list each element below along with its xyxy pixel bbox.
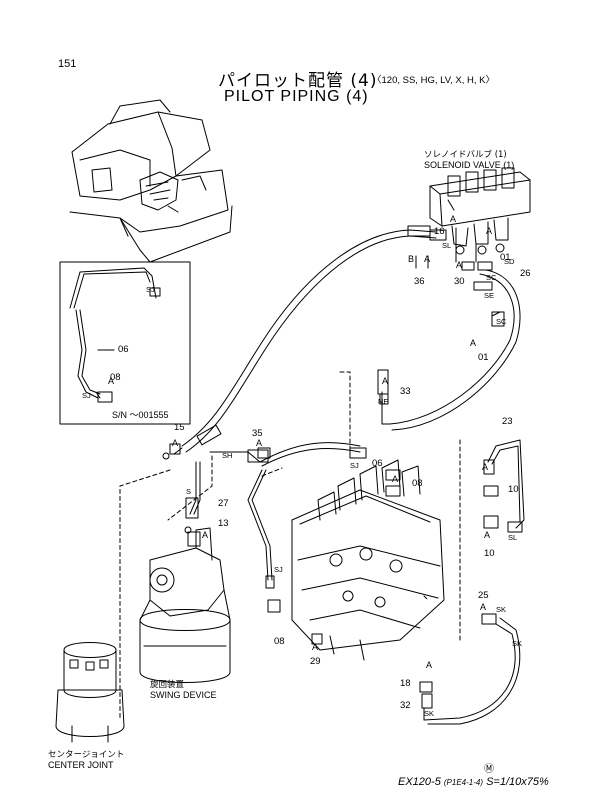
- part-no-36: 36: [414, 276, 425, 287]
- callout-sj-4: SJ: [274, 565, 283, 574]
- part-number-labels: 16 01 30 26 36 01 33 06 08 15 35 06 08 2…: [110, 226, 531, 711]
- title-japanese: パイロット配管 (4): [218, 71, 378, 91]
- ref-a-10: A: [202, 530, 208, 540]
- part-no-01-lower: 01: [478, 352, 489, 363]
- ref-a-15: A: [312, 642, 318, 652]
- excavator-overview-illustration: [69, 99, 233, 263]
- swing-device-label-jp: 旋回装置: [150, 680, 185, 690]
- leader-lines: [119, 371, 461, 721]
- part-no-16: 16: [434, 226, 445, 237]
- center-joint-drawing: [55, 642, 125, 743]
- callout-sj-1: SJ: [146, 285, 155, 294]
- ref-a-5: A: [470, 338, 476, 348]
- reference-letters: A A B A A A A A A A A A A A A A A: [108, 214, 492, 670]
- part-no-10-upper: 10: [508, 484, 519, 495]
- part-no-10-lower: 10: [484, 548, 495, 559]
- footer-scale: S=1/10x75%: [486, 776, 549, 788]
- footer-code: EX120-5 (P1E4-1-4) S=1/10x75%: [398, 776, 549, 788]
- callout-sk-2: SK: [512, 639, 522, 648]
- footer-mark: Ⓜ: [484, 764, 494, 775]
- ref-a-9: A: [256, 438, 262, 448]
- callout-sh: SH: [222, 451, 232, 460]
- loose-fittings: [162, 443, 323, 645]
- ref-a-1: A: [450, 214, 456, 224]
- ref-a-13: A: [484, 530, 490, 540]
- long-pilot-hose: [173, 225, 447, 455]
- title-english: PILOT PIPING (4): [224, 88, 369, 105]
- part-no-18: 18: [400, 678, 411, 689]
- ref-a-2: A: [486, 226, 492, 236]
- solenoid-valve-label-jp: ソレノイドバルブ (1): [424, 150, 507, 160]
- swing-device-drawing: [139, 527, 231, 683]
- part-no-23: 23: [502, 416, 513, 427]
- callout-sc-2: SC: [496, 317, 507, 326]
- callout-sk-1: SK: [496, 605, 506, 614]
- part-no-08-valve: 08: [412, 478, 423, 489]
- part-no-27: 27: [218, 498, 229, 509]
- callout-sl-1: SL: [442, 241, 451, 250]
- callout-sk-3: SK: [424, 709, 434, 718]
- solenoid-valve-label-en: SOLENOID VALVE (1): [424, 160, 515, 170]
- part-no-35: 35: [252, 428, 263, 439]
- title-models: 〈120, SS, HG, LV, X, H, K〉: [372, 75, 496, 86]
- pipe-23: [483, 439, 525, 533]
- part-no-26: 26: [520, 268, 531, 279]
- center-joint-label-jp: センタージョイント: [48, 750, 125, 760]
- callout-sl-2: SL: [508, 533, 517, 542]
- ref-a-6: A: [382, 376, 388, 386]
- ref-a-7: A: [108, 376, 114, 386]
- callout-sj-2: SJ: [82, 391, 91, 400]
- hose-25: [419, 613, 521, 725]
- footer-model: EX120-5: [398, 776, 441, 788]
- page-number: 151: [58, 58, 77, 70]
- part-no-06-valve: 06: [372, 458, 383, 469]
- part-no-08-lower: 08: [274, 636, 285, 647]
- part-no-06-inset: 06: [118, 344, 129, 355]
- callout-sd: SD: [504, 257, 515, 266]
- callout-ne: NE: [378, 397, 388, 406]
- footer-reference: (P1E4-1-4): [443, 778, 483, 787]
- callout-se: SE: [484, 291, 494, 300]
- ref-a-11: A: [392, 474, 398, 484]
- solenoid-fittings: [415, 227, 505, 327]
- part-no-30: 30: [454, 276, 465, 287]
- ref-a-12: A: [482, 462, 488, 472]
- ref-a-16: A: [426, 660, 432, 670]
- callout-s: S: [186, 487, 191, 496]
- ref-a-4: A: [456, 260, 462, 270]
- center-joint-label-en: CENTER JOINT: [48, 760, 114, 770]
- ref-b: B: [408, 254, 414, 264]
- pipe-27: [185, 442, 361, 589]
- callout-letters: SJ SJ SL SD SC SE SC NE SH S SJ SJ SL SK…: [82, 241, 522, 718]
- callout-sc-1: SC: [486, 273, 497, 282]
- swing-device-label-en: SWING DEVICE: [150, 690, 217, 700]
- hose-33: [377, 269, 521, 431]
- part-no-29: 29: [310, 656, 321, 667]
- part-no-13: 13: [218, 518, 229, 529]
- part-no-01-upper: 01: [500, 252, 511, 263]
- solenoid-valve-drawing: [429, 167, 531, 255]
- part-no-08-inset: 08: [110, 372, 121, 383]
- part-no-32: 32: [400, 700, 411, 711]
- serial-number-note: S/N ～001555: [112, 410, 169, 420]
- ref-a-3: A: [424, 254, 430, 264]
- ref-a-8: A: [172, 438, 178, 448]
- serial-inset-box: [59, 261, 191, 425]
- part-no-15: 15: [174, 422, 185, 433]
- callout-sj-3: SJ: [350, 461, 359, 470]
- control-valve-drawing: [291, 447, 445, 661]
- part-no-25: 25: [478, 590, 489, 601]
- part-no-33: 33: [400, 386, 411, 397]
- ref-a-14: A: [480, 602, 486, 612]
